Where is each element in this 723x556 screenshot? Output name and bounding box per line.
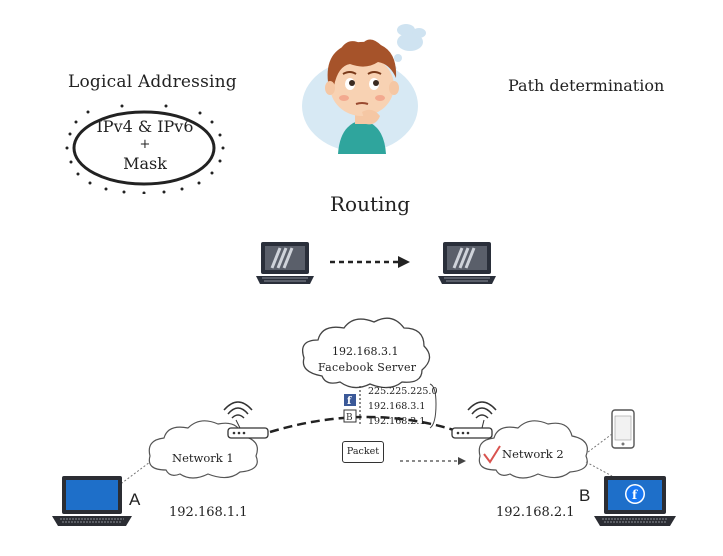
network2-label: Network 2 [502,447,564,461]
laptop-b-icon: f [594,476,676,526]
facebook-logo-glyph: f [632,488,638,502]
ellipse-line-plus: + [139,137,151,152]
logical-addressing-label: Logical Addressing [68,72,237,92]
server-cloud [301,317,431,389]
addressing-ellipse [65,104,225,194]
dashed-route-arc [269,415,461,434]
network1-label: Network 1 [172,451,234,465]
phone-icon [611,409,635,449]
thinking-kid-illustration [302,24,426,154]
host-a-label: A [129,490,141,509]
host-b-label: B [579,486,591,505]
ip-b-label: 192.168.2.1 [496,505,575,520]
ellipse-line-ip: IPv4 & IPv6 [96,117,194,136]
routing-label: Routing [330,192,411,216]
ip-a-label: 192.168.1.1 [169,505,248,520]
network-drawing: f B [52,317,676,526]
laptop-a-icon [52,476,132,526]
path-determination-label: Path determination [508,76,665,95]
routing-table-row: 192.168.3.1 [368,401,426,412]
router-2-icon [451,401,497,439]
table-icon-f: f [347,396,352,407]
dotted-arrow [330,256,410,268]
network2-cloud [478,420,588,479]
router-1-icon [223,401,269,439]
routing-table-row: 192.168.2.1 [368,416,426,427]
packet-box: Packet [342,441,384,463]
server-ip-label: 192.168.3.1 [332,345,399,358]
check-mark-icon [483,445,501,464]
server-name-label: Facebook Server [318,361,417,374]
laptop-left-icon [256,242,314,284]
table-icon-b: B [346,413,353,423]
laptop-right-icon [438,242,496,284]
packet-label: Packet [346,446,380,457]
ellipse-line-mask: Mask [123,154,167,173]
routing-table-row: 225.225.225.0 [368,386,438,397]
